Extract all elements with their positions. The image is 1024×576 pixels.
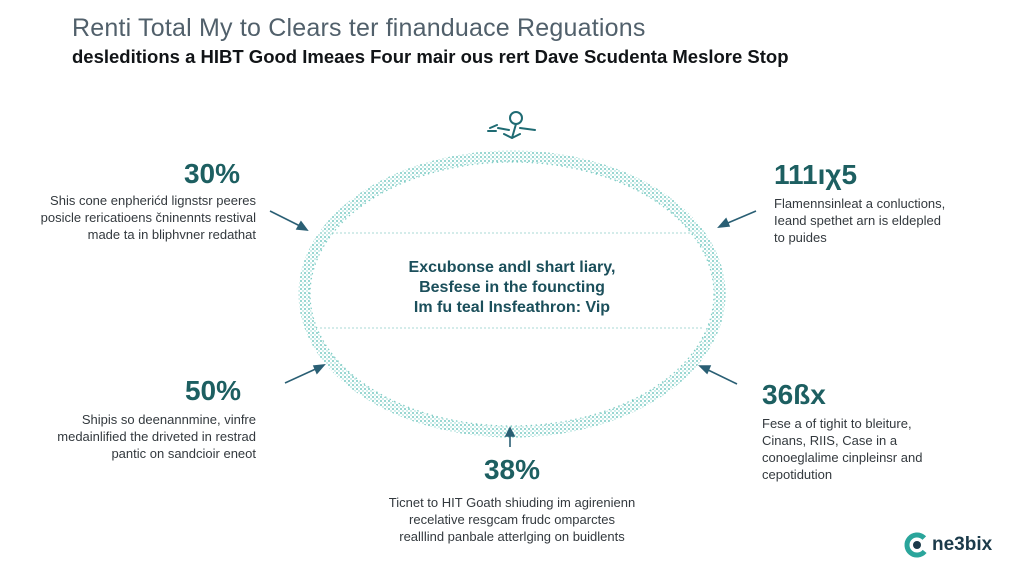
stat-bottom: 38% Ticnet to HIT Goath shiuding im agir… xyxy=(352,454,672,545)
stat-desc-line: pantic on sandcioir eneot xyxy=(111,446,256,461)
arrow-mid-right xyxy=(698,365,738,385)
stat-desc-line: Fese a of tighit to bleiture, xyxy=(762,416,912,431)
arrow-top-right xyxy=(717,210,757,228)
arrow-top-left xyxy=(269,210,309,231)
brand-logo-icon xyxy=(904,532,930,558)
stat-desc-line: medainlified the driveted in restrad xyxy=(57,429,256,444)
stat-value: 30% xyxy=(183,158,241,189)
arrow-mid-left xyxy=(284,364,326,384)
stat-description: Flamennsinleat a conluctions, Ieand spet… xyxy=(774,195,994,246)
stat-mid-right: 36ßx Fese a of tighit to bleiture, Cinan… xyxy=(762,379,992,483)
center-line-3: Im fu teal Insfeathron: Vip xyxy=(413,299,611,316)
center-line-1: Excubonse andl shart liary, xyxy=(408,259,616,276)
stat-value: 38% xyxy=(483,454,541,485)
stat-top-left: 30% Shis cone enpherićd lignstsr peeres… xyxy=(20,158,256,243)
stat-desc-line: recelative resgcam frudc omparctes xyxy=(409,512,615,527)
stat-top-right: 111ıχ5 Flamennsinleat a conluctions, Iea… xyxy=(774,159,994,246)
stat-description: Shipis so deenannmine, vinfre medainlifi… xyxy=(20,411,256,462)
stat-desc-line: cepotidution xyxy=(762,467,833,482)
stat-desc-line: Flamennsinleat a conluctions, xyxy=(774,196,946,211)
ring-inner-dots xyxy=(309,161,715,427)
stat-value: 50% xyxy=(184,375,242,406)
arrow-bottom xyxy=(504,426,516,447)
key-figure-icon xyxy=(487,111,536,139)
page-title: Renti Total My to Clears ter ﬁnanduace R… xyxy=(72,14,646,42)
stat-description: Shis cone enpherićd lignstsr peeres pos… xyxy=(20,192,256,243)
stat-desc-line: Shipis so deenannmine, vinfre xyxy=(81,412,256,427)
stat-desc-line: Ieand spethet arn is eldepled xyxy=(774,213,941,228)
brand-name: ne3bix xyxy=(932,534,993,555)
page-subtitle: desleditions a HIBT Good Imeaes Four mai… xyxy=(72,46,789,67)
center-caption: Excubonse andl shart liary, Besfese in t… xyxy=(380,258,644,318)
stat-mid-left: 50% Shipis so deenannmine, vinfre medain… xyxy=(20,375,256,462)
stat-desc-line: posicle rericatioens čninennts restival xyxy=(40,210,256,225)
brand-logo: ne3bix xyxy=(904,532,992,558)
stat-desc-line: made ta in bliphvner redathat xyxy=(87,227,256,242)
stat-description: Fese a of tighit to bleiture, Cinans, RI… xyxy=(762,415,992,483)
stat-desc-line: realllind panbale atterlging on buidlent… xyxy=(399,529,625,544)
stat-desc-line: to puides xyxy=(774,230,827,245)
stat-desc-line: Ticnet to HIT Goath shiuding im agirenie… xyxy=(388,495,636,510)
stat-desc-line: Cinans, RIIS, Case in a xyxy=(762,433,898,448)
stat-value: 36ßx xyxy=(762,379,826,410)
stat-desc-line: conoeglalime cinpleinsr and xyxy=(762,450,923,465)
stat-desc-line: Shis cone enpherićd lignstsr peeres xyxy=(50,193,256,208)
stat-description: Ticnet to HIT Goath shiuding im agirenie… xyxy=(352,494,672,545)
center-line-2: Besfese in the founcting xyxy=(419,279,605,296)
stat-value: 111ıχ5 xyxy=(774,159,858,190)
